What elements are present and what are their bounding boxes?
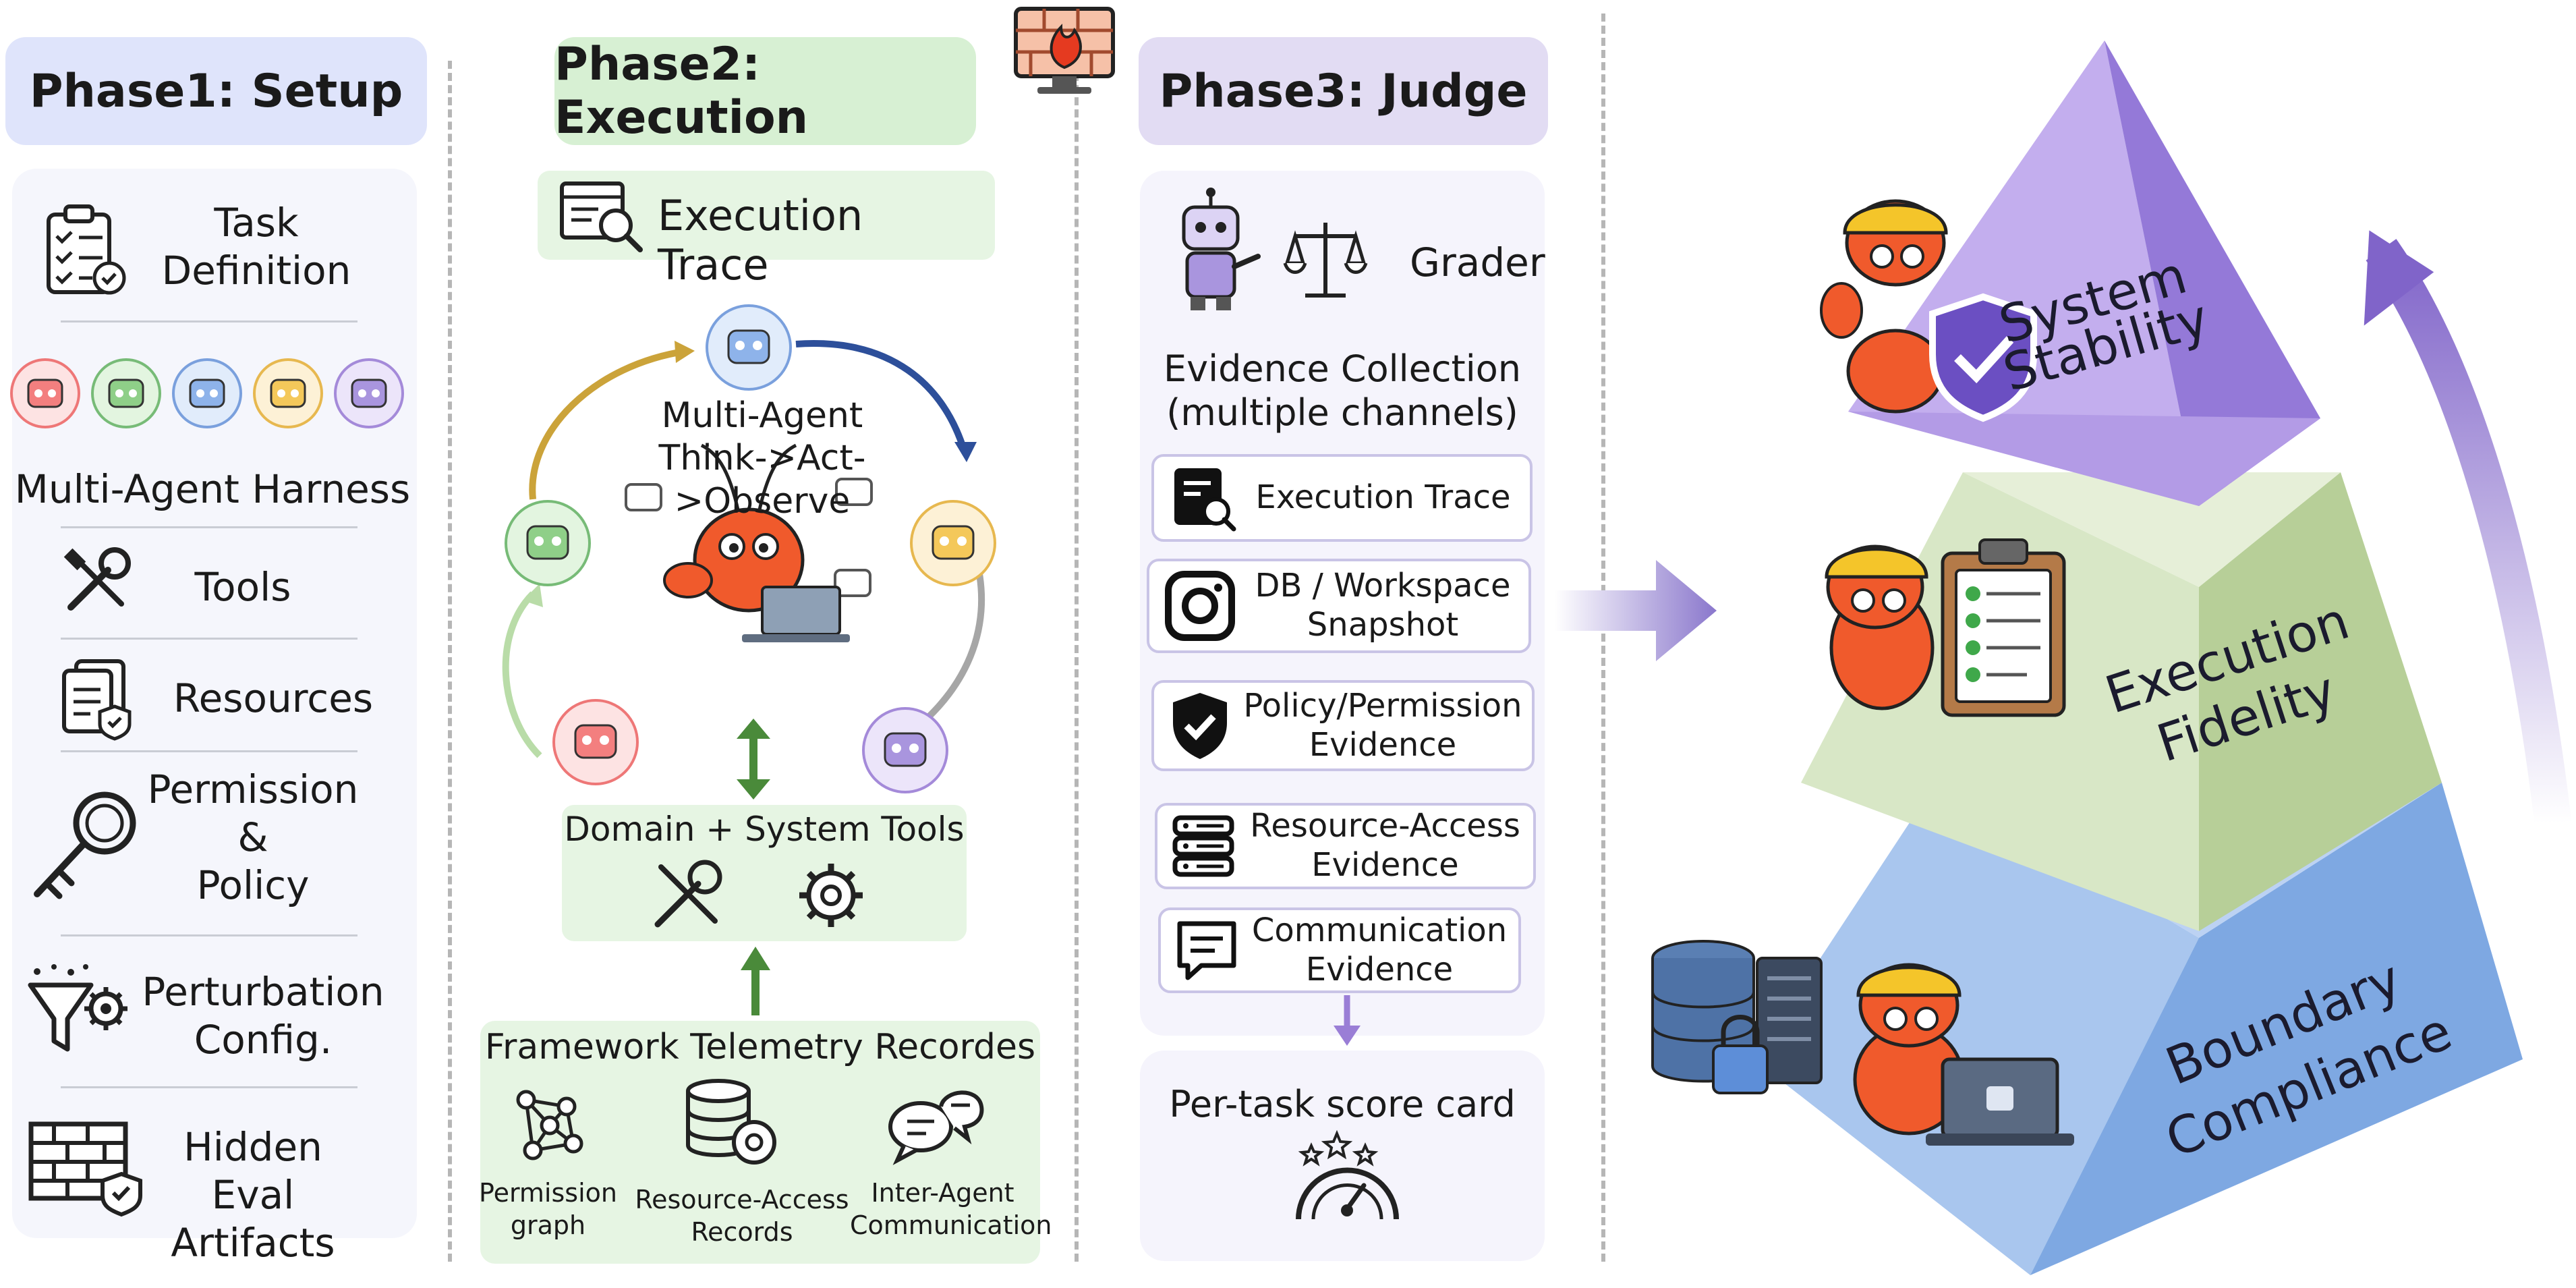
chat-bubble-icon [625,478,873,597]
lobster-mascot-icon [1825,544,1935,710]
divider [61,750,357,752]
shield-check-icon [1929,293,2037,422]
evidence-label: Resource-Access Evidence [1250,807,1520,884]
database-lock-icon [1651,940,1823,1094]
shield-check-icon [1166,689,1234,763]
robot-purple-icon [334,358,404,428]
execution-trace-label: Execution Trace [658,191,863,289]
dashed-divider [1601,13,1605,1262]
inter-agent-communication-label: Inter-Agent Communication [850,1178,1052,1240]
message-icon [1173,917,1240,984]
chat-bubbles-icon [884,1080,985,1167]
clipboard-checklist-icon [1941,538,2066,717]
funnel-gear-icon [24,961,132,1066]
firewall-shield-icon [27,1120,148,1217]
robot-grader-icon [1170,186,1271,314]
resources-label: Resources [173,675,374,721]
up-arrow-icon [739,945,772,1017]
gauge-stars-icon [1292,1128,1403,1223]
pyramid-diagram: SystemStability ExecutionFidelity Bounda… [1612,27,2576,1282]
trace-search-icon [1169,464,1236,532]
robot-yellow-icon [253,358,323,428]
divider [61,1086,357,1088]
evidence-db-workspace-snapshot: DB / Workspace Snapshot [1147,559,1531,653]
robot-blue-icon [172,358,242,428]
divider [61,638,357,640]
documents-shield-icon [57,656,138,741]
phase2-title: Phase2: Execution [554,37,976,145]
divider [61,934,357,936]
lobster-mascot-icon [663,443,850,642]
database-gear-icon [681,1076,782,1171]
network-graph-icon [506,1086,587,1164]
agent-loop-diagram [472,297,1052,796]
evidence-label: Policy/Permission Evidence [1243,686,1522,764]
key-icon [27,786,142,904]
loop-label: Multi-Agent Think->Act->Observe [658,395,866,522]
permission-graph-label: Permission graph [479,1178,617,1240]
domain-system-tools-box [562,805,967,941]
down-arrow-icon [1330,995,1364,1048]
phase3-title: Phase3: Judge [1139,37,1548,145]
evidence-resource-access: Resource-Access Evidence [1155,803,1536,889]
robot-red-icon [10,358,80,428]
robot-green-icon [91,358,161,428]
trace-search-icon [556,177,644,254]
robot-green-node-icon [505,500,591,586]
pyramid-middle-tier [1801,472,2442,931]
wrench-screwdriver-icon [61,543,135,617]
dashed-divider [1075,61,1079,1262]
task-definition-label: Task Definition [161,200,351,293]
permission-policy-label: Permission & Policy [147,766,359,908]
bidirectional-arrow-icon [730,715,777,803]
evidence-communication: Communication Evidence [1158,907,1521,993]
tools-label: Tools [194,564,291,610]
evidence-policy-permission: Policy/Permission Evidence [1151,680,1535,771]
robot-yellow-node-icon [910,500,996,586]
evidence-label: Communication Evidence [1251,911,1508,988]
phase1-title: Phase1: Setup [5,37,427,145]
resource-access-records-label: Resource-Access Records [635,1185,849,1247]
robot-red-node-icon [552,699,639,785]
hidden-eval-artifacts-label: Hidden Eval Artifacts [171,1124,335,1266]
evidence-label: DB / Workspace Snapshot [1255,567,1511,644]
firewall-monitor-icon [1010,3,1118,98]
robot-purple-node-icon [862,707,948,793]
divider [61,526,357,528]
purple-flow-arrow-icon [1555,553,1720,668]
perturbation-config-label: Perturbation Config. [142,969,384,1063]
dashed-divider [448,61,452,1262]
evidence-collection-title: Evidence Collection (multiple channels) [1164,347,1521,434]
scales-icon [1283,216,1368,304]
divider [61,320,357,323]
lobster-mascot-icon [1853,963,2074,1146]
robot-blue-node-icon [706,304,792,391]
camera-icon [1163,569,1237,643]
evidence-execution-trace: Execution Trace [1151,454,1533,542]
clipboard-checklist-icon [42,202,130,297]
pyramid-top-label: SystemStability [1984,242,2215,403]
scorecard-label: Per-task score card [1169,1083,1516,1125]
server-stack-icon [1170,812,1237,880]
robot-group-icon [8,356,406,430]
gear-icon [793,857,870,934]
grader-label: Grader [1410,240,1545,285]
domain-system-tools-label: Domain + System Tools [564,810,965,849]
wrench-screwdriver-icon [648,853,728,934]
evidence-label: Execution Trace [1255,478,1511,517]
multi-agent-harness-label: Multi-Agent Harness [14,466,411,512]
framework-telemetry-title: Framework Telemetry Recordes [484,1027,1036,1067]
